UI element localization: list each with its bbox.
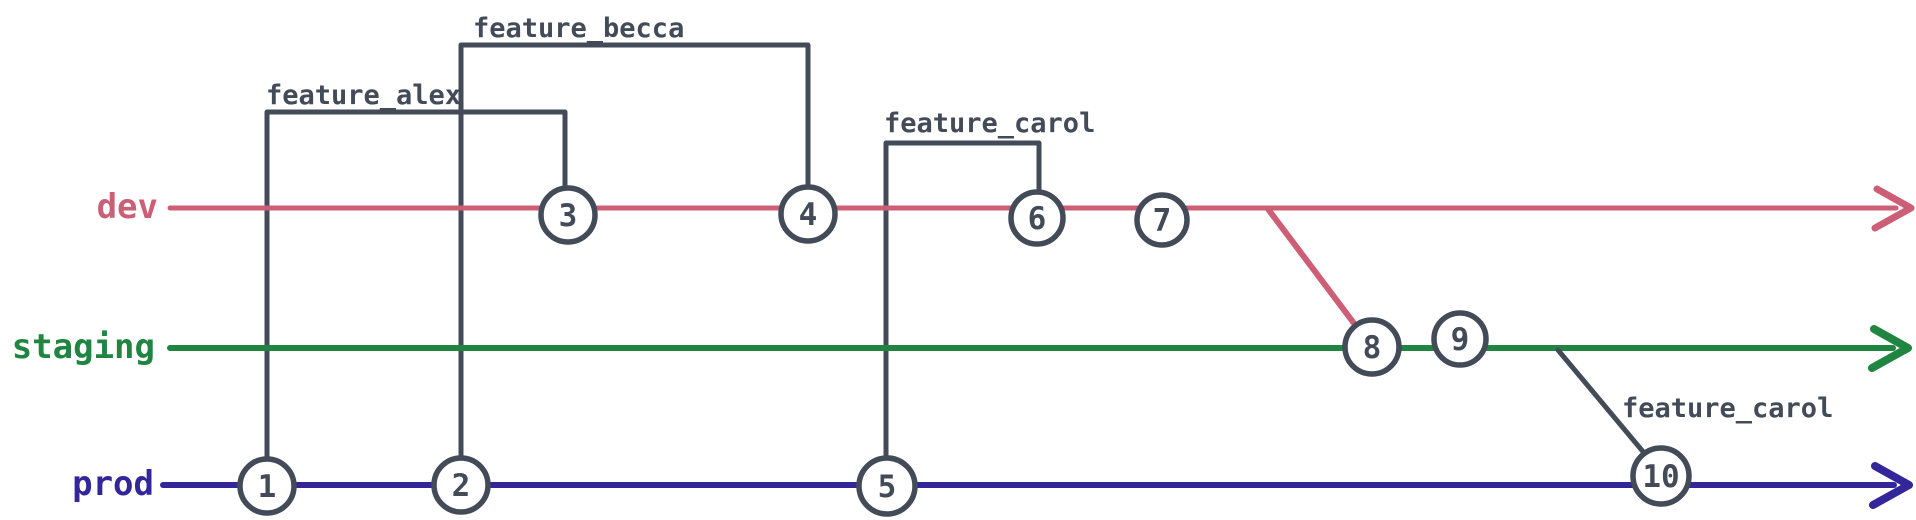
commit-number-3: 3 <box>559 198 578 234</box>
commit-node-1 <box>237 456 297 516</box>
commit-number-6: 6 <box>1028 201 1047 237</box>
commit-node-10 <box>1630 445 1692 507</box>
commit-number-2: 2 <box>452 468 471 504</box>
commit-number-4: 4 <box>799 197 818 233</box>
commit-node-8 <box>1342 317 1402 377</box>
commit-node-4 <box>778 184 838 244</box>
commit-number-5: 5 <box>878 469 897 505</box>
branch-arrowhead-staging <box>1868 325 1912 372</box>
feature-carol-branch-line <box>883 140 1042 462</box>
feature-becca-branch-line <box>458 42 811 462</box>
branch-arrowhead-prod <box>1869 462 1913 509</box>
commit-number-1: 1 <box>258 469 277 505</box>
merge-feature-carol-into-prod-line <box>1555 347 1648 457</box>
branch-label-prod: prod <box>72 464 154 504</box>
commit-node-2 <box>431 455 491 515</box>
feature-label-carol-merge: feature_carol <box>1622 393 1834 424</box>
feature-alex-branch-line <box>264 109 568 462</box>
feature-label-alex: feature_alex <box>266 80 462 111</box>
merge-dev-into-staging-line <box>1265 206 1359 329</box>
branch-label-dev: dev <box>96 187 158 227</box>
commit-number-10: 10 <box>1642 459 1679 495</box>
feature-label-becca: feature_becca <box>473 13 685 44</box>
commit-node-7 <box>1134 192 1190 248</box>
commit-node-9 <box>1431 310 1489 368</box>
branch-arrowhead-dev <box>1871 185 1915 232</box>
commit-node-6 <box>1008 189 1066 247</box>
commit-number-8: 8 <box>1363 330 1382 366</box>
feature-label-carol: feature_carol <box>884 108 1096 139</box>
commit-number-7: 7 <box>1153 203 1172 239</box>
commit-node-5 <box>856 455 918 517</box>
branch-label-staging: staging <box>11 327 155 367</box>
commit-number-9: 9 <box>1451 322 1470 358</box>
commit-node-3 <box>538 185 598 245</box>
